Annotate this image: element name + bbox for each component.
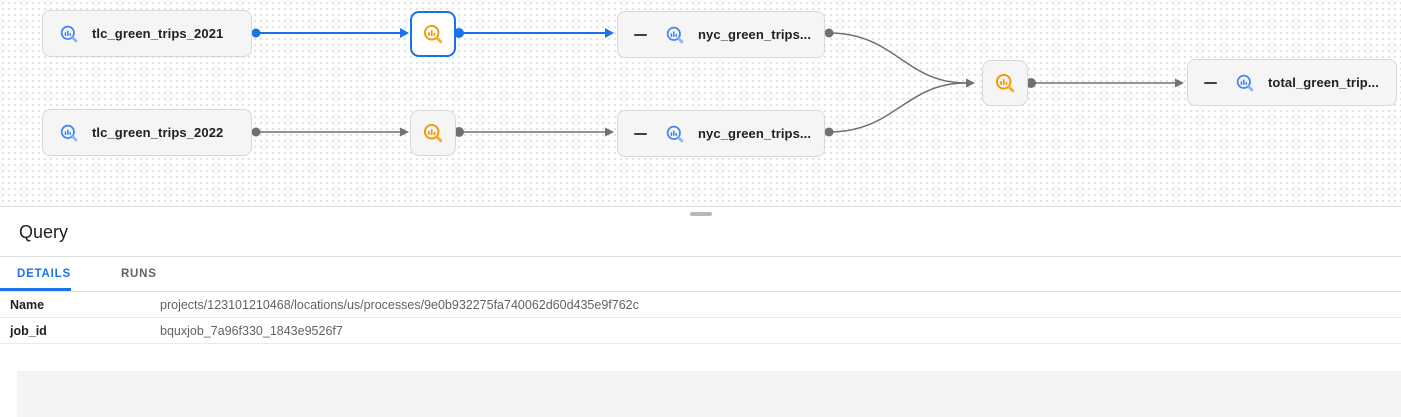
process-node-merge[interactable] [982,60,1028,106]
detail-value: projects/123101210468/locations/us/proce… [160,297,639,312]
detail-row-job-id: job_id bquxjob_7a96f330_1843e9526f7 [0,318,1401,344]
node-tlc-green-trips-2022[interactable]: tlc_green_trips_2022 [42,109,252,156]
panel-header: Query [0,208,1401,257]
node-label: total_green_trip... [1268,75,1379,90]
tab-details[interactable]: DETAILS [0,257,71,291]
bigquery-process-icon [995,73,1015,93]
bigquery-table-icon [1236,74,1254,91]
node-tlc-green-trips-2021[interactable]: tlc_green_trips_2021 [42,10,252,57]
detail-value: bquxjob_7a96f330_1843e9526f7 [160,323,343,338]
detail-key: job_id [10,323,47,338]
bigquery-table-icon [60,25,78,42]
panel-resize-handle[interactable] [689,212,712,216]
node-total-green-trips[interactable]: total_green_trip... [1187,59,1397,106]
panel-title: Query [19,221,69,242]
detail-row-name: Name projects/123101210468/locations/us/… [0,292,1401,318]
collapse-minus-icon[interactable] [634,28,647,42]
tab-runs-label: RUNS [120,268,157,280]
node-label: nyc_green_trips... [698,27,812,42]
node-label: tlc_green_trips_2021 [92,26,224,41]
collapse-minus-icon[interactable] [634,127,647,141]
node-nyc-green-trips-2022[interactable]: nyc_green_trips... [617,110,825,157]
node-nyc-green-trips-2021[interactable]: nyc_green_trips... [617,11,825,58]
bigquery-table-icon [666,125,684,142]
details-panel: Query DETAILS RUNS Name projects/1231012… [0,208,1401,417]
lineage-canvas[interactable]: tlc_green_trips_2021 tlc_green_trips_202… [0,0,1401,207]
detail-key: Name [10,297,45,312]
process-node[interactable] [410,110,456,156]
bigquery-process-icon [423,24,443,44]
tab-details-label: DETAILS [17,268,71,280]
collapse-minus-icon[interactable] [1204,76,1217,90]
node-label: nyc_green_trips... [698,126,812,141]
process-node-selected[interactable] [410,11,456,57]
tab-runs[interactable]: RUNS [121,257,157,291]
bigquery-table-icon [666,26,684,43]
bigquery-process-icon [423,123,443,143]
node-label: tlc_green_trips_2022 [92,125,224,140]
panel-tabs: DETAILS RUNS [0,257,1401,292]
bigquery-table-icon [60,124,78,141]
sql-code-block: CREATE TABLE `myproject.data_lineage_dem… [17,371,1401,417]
